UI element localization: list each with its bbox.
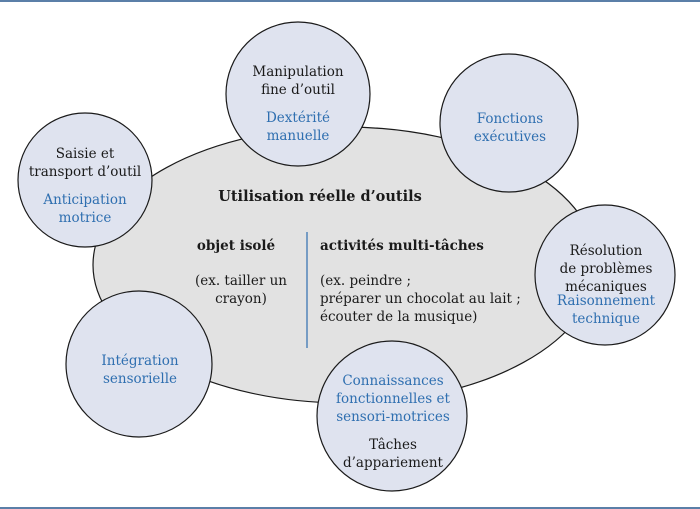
circle-resolution	[534, 204, 676, 346]
connaissances-sub-label: Connaissances fonctionnelles et sensori-…	[336, 373, 450, 425]
circle-saisie	[17, 112, 153, 248]
left-heading: objet isolé	[196, 238, 276, 254]
manipulation-main-label: Manipulation fine d’outil	[252, 64, 344, 98]
saisie-main-label: Saisie et transport d’outil	[28, 146, 142, 180]
circle-fonctions	[439, 53, 579, 193]
resolution-main-label: Résolution de problèmes mécaniques	[559, 243, 653, 295]
integration-label: Intégration sensorielle	[101, 353, 179, 387]
circle-manipulation	[225, 21, 371, 167]
circle-integration	[65, 290, 213, 438]
circle-connaissances	[316, 340, 468, 492]
resolution-sub-label: Raisonnement technique	[556, 293, 656, 327]
manipulation-sub-label: Dextérité manuelle	[265, 110, 331, 144]
saisie-sub-label: Anticipation motrice	[43, 192, 127, 226]
connaissances-main-label: Tâches d’appariement	[343, 437, 443, 471]
right-heading: activités multi-tâches	[320, 238, 484, 254]
right-body: (ex. peindre ; préparer un chocolat au l…	[320, 273, 521, 325]
top-rule	[0, 0, 700, 2]
center-title: Utilisation réelle d’outils	[218, 188, 422, 205]
left-body: (ex. tailler un crayon)	[194, 273, 287, 307]
bottom-rule	[0, 507, 700, 509]
fonctions-label: Fonctions exécutives	[473, 111, 547, 145]
